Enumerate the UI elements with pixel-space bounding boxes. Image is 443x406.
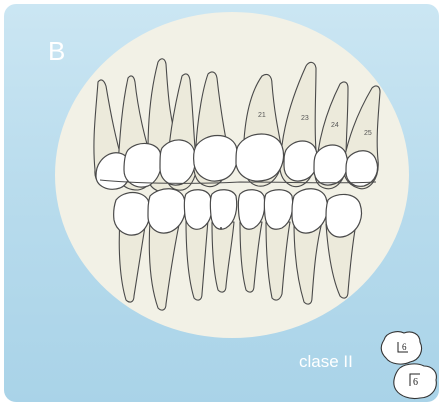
detail-dot: [220, 227, 222, 229]
upper-crown-central: [236, 134, 283, 181]
lower-crown-3: [184, 190, 212, 230]
tooth-number-21: 21: [258, 112, 266, 119]
panel-letter: B: [48, 36, 66, 67]
molar-relation-icon: 6 6: [381, 332, 436, 399]
lower-molar-number: 6: [413, 377, 418, 388]
tooth-number-23: 23: [301, 115, 309, 122]
upper-molar-number: 6: [402, 342, 407, 352]
upper-crown-23: [314, 145, 348, 185]
upper-crown-5: [194, 136, 238, 182]
lower-crown-1: [114, 193, 150, 236]
tooth-number-25: 25: [364, 130, 372, 137]
tooth-number-24: 24: [331, 122, 339, 129]
upper-crown-24: [346, 151, 378, 187]
classification-label: clase II: [299, 352, 353, 372]
upper-crown-22: [284, 141, 318, 181]
